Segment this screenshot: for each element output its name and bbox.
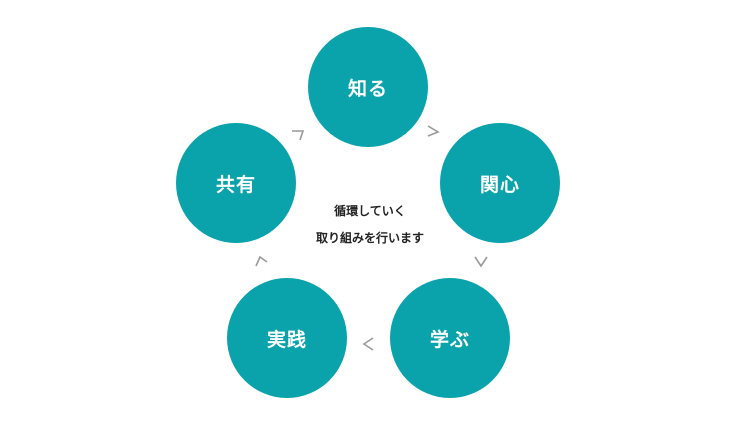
arrow-share-to-know-icon [292, 130, 305, 141]
node-interest: 関心 [440, 123, 560, 243]
node-practice: 実践 [227, 278, 347, 398]
center-caption-line1: 循環していく [334, 204, 406, 218]
node-know: 知る [308, 27, 428, 147]
node-label-share: 共有 [215, 173, 256, 196]
center-caption-line2: 取り組みを行います [315, 231, 424, 245]
arrow-learn-to-practice-icon [362, 337, 374, 351]
node-label-learn: 学ぶ [429, 328, 470, 351]
node-share: 共有 [176, 123, 296, 243]
node-label-know: 知る [347, 77, 388, 100]
arrow-interest-to-learn-icon [474, 256, 488, 268]
center-caption: 循環していく 取り組みを行います [290, 198, 450, 252]
arrow-practice-to-share-icon [255, 255, 268, 267]
node-learn: 学ぶ [390, 278, 510, 398]
arrow-know-to-interest-icon [427, 125, 440, 137]
node-label-interest: 関心 [479, 173, 520, 196]
node-label-practice: 実践 [266, 328, 307, 351]
